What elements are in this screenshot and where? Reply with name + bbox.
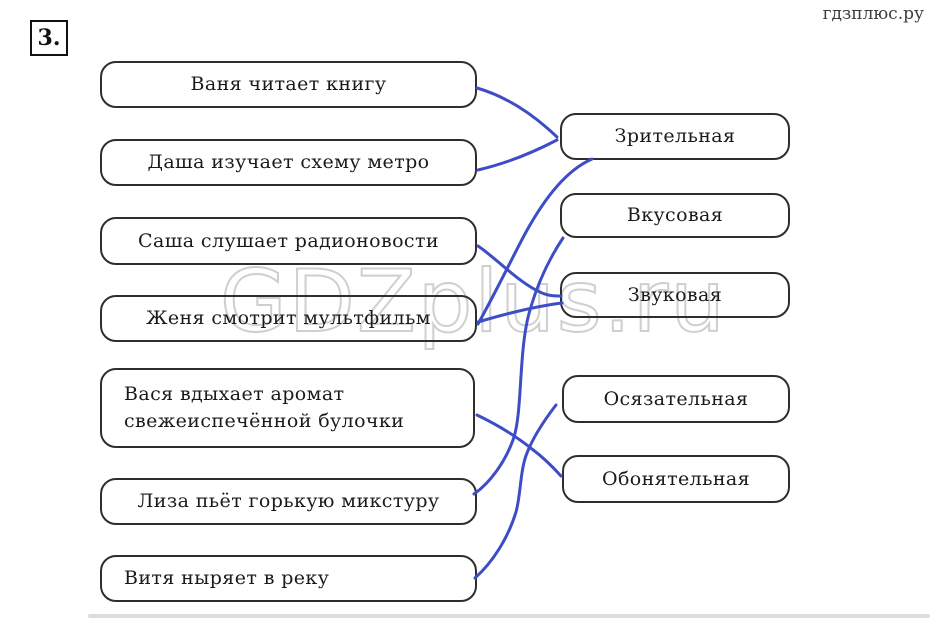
node-olfactory-perception: Обонятельная — [562, 455, 790, 503]
node-vanya-reads-book: Ваня читает книгу — [100, 61, 477, 108]
node-vasya-bun-aroma: Вася вдыхает аромат свежеиспечённой було… — [100, 368, 475, 448]
connection-vitya-osyazatelnaya — [473, 403, 558, 580]
connection-vasya-obonyatelnaya — [475, 413, 563, 478]
node-sound-perception: Звуковая — [560, 272, 790, 318]
scan-shadow-line — [88, 614, 930, 618]
node-liza-bitter-medicine: Лиза пьёт горькую микстуру — [100, 478, 477, 525]
site-header-text: гдзплюс.ру — [822, 4, 924, 24]
node-vitya-dives-river: Витя ныряет в реку — [100, 555, 477, 602]
node-tactile-perception: Осязательная — [562, 375, 790, 423]
node-zhenya-cartoon: Женя смотрит мультфильм — [100, 295, 477, 342]
task-number-badge: 3. — [30, 20, 68, 56]
node-dasha-metro-map: Даша изучает схему метро — [100, 139, 477, 186]
node-sasha-radio-news: Саша слушает радионовости — [100, 217, 477, 265]
connection-vanya-zritelnaya — [475, 86, 559, 139]
node-taste-perception: Вкусовая — [560, 193, 790, 238]
node-visual-perception: Зрительная — [560, 113, 790, 160]
connection-dasha-zritelnaya — [476, 138, 559, 172]
